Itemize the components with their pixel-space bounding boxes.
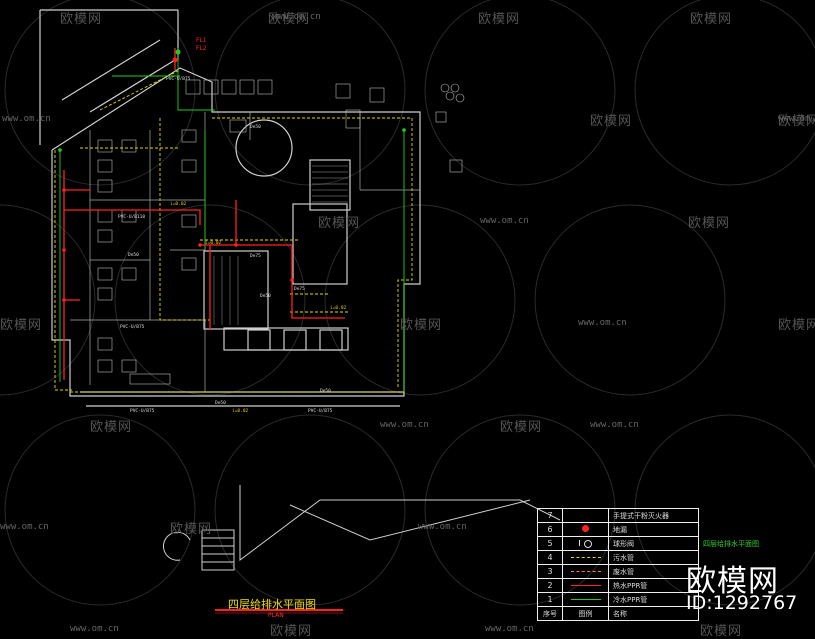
watermark: 欧模网 (0, 318, 43, 333)
watermark-url: www.om.cn (418, 522, 467, 532)
legend-row: 5 球形阀 (537, 536, 699, 551)
pipe-label: i=0.02 (170, 201, 187, 207)
legend-num: 5 (537, 536, 563, 551)
stairs (213, 165, 348, 325)
legend-table: 7 手提式干粉灭火器 6 地漏 5 球形阀 4 污水管 3 废水管 2 热水PP… (537, 508, 699, 621)
watermark: 欧模网 (400, 318, 443, 333)
legend-name: 冷水PPR管 (608, 592, 699, 607)
watermark: 欧模网 (690, 12, 733, 27)
legend-header-symbol: 图例 (562, 606, 609, 621)
riser-label-fl2: FL2 (196, 45, 207, 52)
legend-row: 2 热水PPR管 (537, 578, 699, 593)
watermark: 欧模网 (778, 318, 815, 333)
pipe-label: De75 (250, 253, 261, 259)
waste-pipe-icon (562, 564, 609, 579)
legend-num: 4 (537, 550, 563, 565)
pipe-nodes (62, 57, 294, 302)
watermark: 欧模网 (590, 114, 633, 129)
watermark: 欧模网 (478, 12, 521, 27)
pipe-label: De50 (260, 293, 271, 299)
legend-row: 1 冷水PPR管 (537, 592, 699, 607)
watermark-url: www.om.cn (578, 318, 627, 328)
site-outline (162, 485, 561, 571)
pipe-label: De50 (250, 124, 261, 130)
image-id: ID:1292767 (686, 592, 798, 614)
legend-num: 1 (537, 592, 563, 607)
watermark: 欧模网 (700, 624, 743, 639)
watermark-url: www.om.cn (2, 114, 51, 124)
watermark: 欧模网 (268, 12, 311, 27)
hot-water-pipe-icon (562, 578, 609, 593)
legend-header: 序号 图例 名称 (537, 606, 699, 621)
watermark: 欧模网 (270, 624, 313, 639)
legend-row: 6 地漏 (537, 522, 699, 537)
waste-pipes (54, 69, 413, 393)
legend-name: 球形阀 (608, 536, 699, 551)
legend-name: 手提式干粉灭火器 (608, 508, 699, 523)
legend-row: 4 污水管 (537, 550, 699, 565)
watermark-url: www.om.cn (0, 522, 49, 532)
watermark: 欧模网 (170, 522, 213, 537)
pipe-label: PVC-U/B75 (120, 324, 145, 330)
watermark: 欧模网 (778, 114, 815, 129)
cold-water-pipes (59, 48, 405, 392)
legend-name: 热水PPR管 (608, 578, 699, 593)
drawing-subtitle: PLAN (268, 612, 284, 619)
watermark: 欧模网 (688, 216, 731, 231)
watermark: 欧模网 (90, 420, 133, 435)
pipe-label: De50 (128, 252, 139, 258)
watermark-url: www.om.cn (778, 114, 815, 124)
pipe-label: PVC-U/B110 (118, 214, 145, 220)
watermark-url: www.om.cn (485, 624, 534, 634)
pipe-label: PVC-U/B75 (308, 408, 333, 414)
riser-label-fl1: FL1 (196, 37, 207, 44)
legend-row: 7 手提式干粉灭火器 (537, 508, 699, 523)
floor-drain-icon (562, 522, 609, 537)
pipe-label: De50 (215, 400, 226, 406)
building-walls (39, 9, 421, 407)
fire-extinguisher-icon (562, 508, 609, 523)
legend-header-num: 序号 (537, 606, 563, 621)
watermark: 欧模网 (60, 12, 103, 27)
drawing-title: 四层给排水平面图 (228, 598, 316, 611)
pipe-label: PVC-U/B75 (166, 76, 191, 82)
watermark-url: www.om.cn (272, 12, 321, 22)
legend-name: 地漏 (608, 522, 699, 537)
pipe-label: PVC-U/B75 (130, 408, 155, 414)
watermark-url: www.om.cn (380, 420, 429, 430)
legend-name: 污水管 (608, 550, 699, 565)
pipe-label: i=0.02 (205, 240, 222, 246)
legend-row: 3 废水管 (537, 564, 699, 579)
watermark-url: www.om.cn (70, 624, 119, 634)
sewage-pipe-icon (562, 550, 609, 565)
drawing-note: 四层给排水平面图 (703, 540, 759, 548)
legend-header-name: 名称 (608, 606, 699, 621)
ball-valve-icon (562, 536, 609, 551)
watermark: 欧模网 (500, 420, 543, 435)
watermark-url: www.om.cn (480, 216, 529, 226)
cold-water-pipe-icon (562, 592, 609, 607)
legend-num: 7 (537, 508, 563, 523)
pipe-label: i=0.02 (330, 305, 347, 311)
watermark: 欧模网 (318, 216, 361, 231)
legend-num: 6 (537, 522, 563, 537)
pipe-label: De75 (294, 286, 305, 292)
brand-logo-text: 欧模网 (686, 564, 779, 599)
legend-name: 废水管 (608, 564, 699, 579)
pipe-label: De50 (320, 388, 331, 394)
legend-num: 2 (537, 578, 563, 593)
legend-num: 3 (537, 564, 563, 579)
fixtures (97, 79, 465, 385)
pipe-label: i=0.02 (232, 408, 249, 414)
riser-nodes (58, 49, 406, 152)
watermark-url: www.om.cn (590, 420, 639, 430)
